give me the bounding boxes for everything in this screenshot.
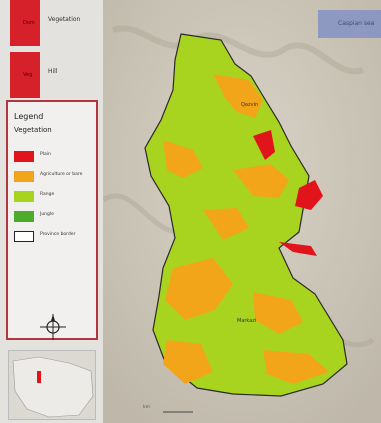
legend-label-plain: Plain (40, 152, 51, 157)
agri-zone-1 (213, 74, 263, 118)
agri-zone-2 (163, 140, 203, 178)
caspian-sea (318, 10, 381, 38)
legend-label-range: Range (40, 192, 55, 197)
scale-text: km (143, 405, 150, 410)
swatch-text-2: Veg (23, 72, 33, 78)
legend-title: Legend (14, 112, 44, 121)
swatch-2: Veg (10, 52, 40, 98)
locator-minimap (8, 350, 96, 420)
legend-swatch-plain (14, 151, 34, 162)
minimap-svg (9, 351, 95, 419)
top-row-label-2: Hill (48, 68, 58, 75)
legend-top-row-1: Dom Vegetation (0, 0, 103, 46)
legend-swatch-agri (14, 171, 34, 182)
legend-label-jungle: Jungle (40, 212, 54, 217)
legend-top-row-2: Veg Hill (0, 52, 103, 98)
north-arrow-icon (40, 314, 66, 340)
map-canvas[interactable] (103, 0, 381, 423)
agri-zone-4 (203, 208, 249, 240)
agri-zone-6 (253, 292, 303, 334)
city-label-qazvin: Qazvin (241, 102, 259, 108)
legend-swatch-jungle (14, 211, 34, 222)
top-row-label-1: Vegetation (48, 16, 81, 23)
agri-zone-8 (263, 350, 329, 384)
legend-swatch-range (14, 191, 34, 202)
legend-item-agri: Agriculture or bare (14, 170, 94, 184)
legend-item-plain: Plain (14, 150, 94, 164)
plain-zone-3 (279, 242, 317, 256)
legend-box: Legend Vegetation Plain Agriculture or b… (6, 100, 98, 340)
legend-label-agri: Agriculture or bare (40, 172, 83, 177)
swatch-1: Dom (10, 0, 40, 46)
legend-label-border: Province border (40, 232, 76, 237)
legend-subtitle: Vegetation (14, 126, 52, 134)
legend-item-jungle: Jungle (14, 210, 94, 224)
map-area[interactable]: Qazvin Markazi Caspian sea km (103, 0, 381, 423)
plain-zone-1 (253, 130, 275, 160)
legend-item-range: Range (14, 190, 94, 204)
left-panel: Dom Vegetation Veg Hill Legend Vegetatio… (0, 0, 103, 423)
legend-swatch-border (14, 231, 34, 242)
agri-zone-5 (165, 258, 233, 320)
swatch-text-1: Dom (23, 20, 35, 26)
agri-zone-3 (233, 164, 289, 198)
legend-item-border: Province border (14, 230, 94, 244)
agri-zone-7 (163, 340, 213, 384)
sea-label: Caspian sea (338, 20, 375, 27)
city-label-markazi: Markazi (237, 318, 257, 324)
plain-zone-2 (295, 180, 323, 210)
